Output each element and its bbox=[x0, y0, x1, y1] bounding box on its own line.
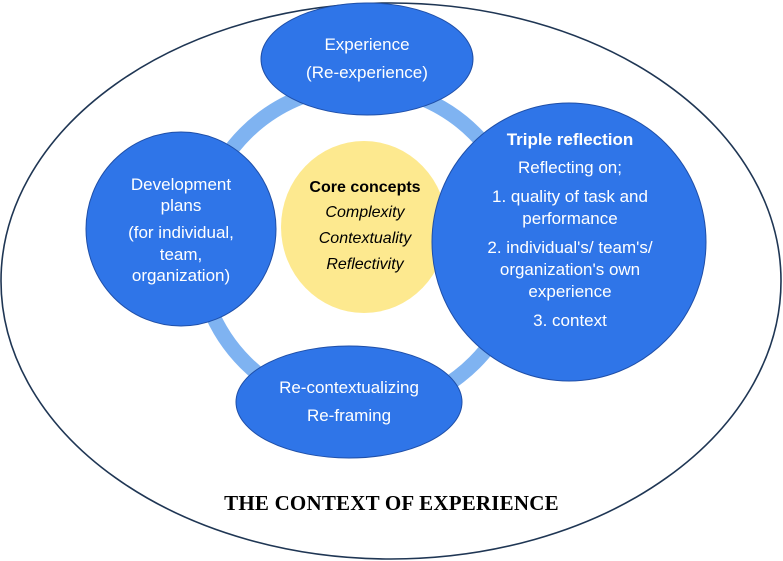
context-item: 3. context bbox=[533, 310, 607, 330]
core-concepts-title: Core concepts bbox=[309, 178, 421, 196]
contextuality-label: Contextuality bbox=[318, 230, 412, 247]
core-concepts-circle bbox=[281, 141, 447, 313]
development-label: Development bbox=[130, 174, 232, 194]
recontextualizing-node bbox=[235, 345, 463, 459]
experience-label: Experience bbox=[324, 34, 410, 54]
reflecting-on-label: Reflecting on; bbox=[518, 158, 622, 178]
experience-node bbox=[260, 2, 474, 116]
team-label: team, bbox=[159, 244, 203, 264]
re-experience-label: (Re-experience) bbox=[306, 63, 428, 82]
triple-reflection-text: Triple reflection Reflecting on; 1. qual… bbox=[440, 118, 700, 343]
quality-item-line1: 1. quality of task and bbox=[492, 186, 648, 206]
experience-item-line2: organization's own bbox=[499, 259, 641, 279]
for-individual-label: (for individual, bbox=[128, 223, 234, 243]
quality-item-line2: performance bbox=[522, 209, 618, 229]
context-of-experience-title: THE CONTEXT OF EXPERIENCE bbox=[224, 491, 559, 515]
recontextualizing-label: Re-contextualizing bbox=[279, 377, 419, 397]
reframing-label: Re-framing bbox=[306, 406, 392, 425]
experience-text: Experience (Re-experience) bbox=[267, 28, 467, 90]
triple-reflection-node bbox=[431, 102, 707, 382]
experience-item-line1: 2. individual's/ team's/ bbox=[487, 237, 653, 257]
recontextualizing-text: Re-contextualizing Re-framing bbox=[249, 370, 449, 434]
complexity-label: Complexity bbox=[325, 204, 405, 222]
triple-reflection-title: Triple reflection bbox=[506, 129, 634, 149]
development-plans-node bbox=[85, 131, 277, 327]
organization-label: organization) bbox=[131, 265, 231, 285]
core-concepts-text: Core concepts Complexity Contextuality R… bbox=[290, 160, 440, 292]
reflectivity-label: Reflectivity bbox=[326, 255, 404, 273]
experience-item-line3: experience bbox=[528, 282, 612, 302]
plans-label: plans bbox=[160, 196, 202, 216]
development-plans-text: Development plans (for individual, team,… bbox=[98, 150, 264, 310]
